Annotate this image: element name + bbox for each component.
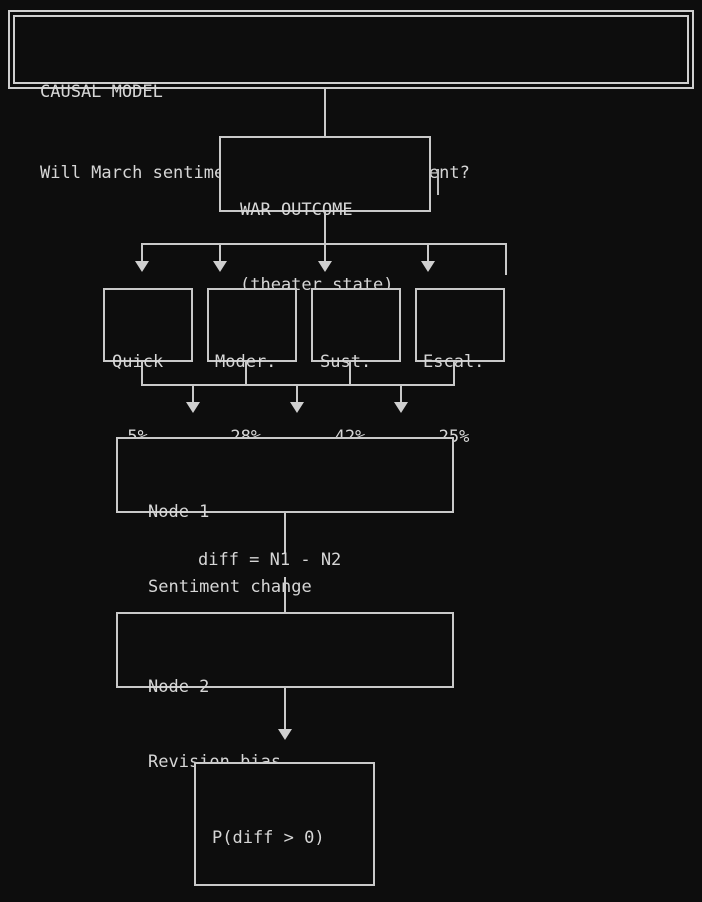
arrow-down-icon-merge-2 (290, 402, 304, 413)
connector-node2-to-outcome (284, 688, 286, 730)
arrow-down-icon-scenario-3 (318, 261, 332, 272)
merge-bar-1 (141, 384, 247, 386)
connector-node1-to-label (284, 513, 286, 553)
outcome-label: P(diff > 0) Pre-war: 45% Post-war:18% (212, 776, 335, 902)
arrow-down-icon-scenario-1 (135, 261, 149, 272)
text-cursor-artifact (437, 169, 439, 195)
header-title: CAUSAL MODEL (40, 82, 163, 102)
arrow-down-icon-outcome (278, 729, 292, 740)
bus-stub-2 (219, 243, 221, 261)
scenario-name-quick: Quick (112, 352, 164, 372)
bus-stub-1 (141, 243, 143, 261)
merge-stub-escalation-left (453, 362, 455, 385)
merge-drop-2 (296, 384, 298, 402)
merge-stub-moderate-left (245, 362, 247, 385)
bus-stub-end (505, 243, 507, 275)
scenario-box-quick (103, 288, 193, 362)
scenario-box-sustained (311, 288, 401, 362)
node2-title: Node 2 (148, 677, 210, 697)
node1-title: Node 1 (148, 502, 210, 522)
merge-stub-sustained-left (349, 362, 351, 385)
merge-bar-2 (245, 384, 351, 386)
node1-box (116, 437, 454, 513)
node1-description: Sentiment change (148, 577, 312, 597)
scenario-name-sustained: Sust. (320, 352, 372, 372)
bus-stub-3 (324, 243, 326, 261)
scenario-box-moderate (207, 288, 297, 362)
arrow-down-icon-merge-3 (394, 402, 408, 413)
bus-stub-4 (427, 243, 429, 261)
scenario-box-escalation (415, 288, 505, 362)
arrow-down-icon-scenario-2 (213, 261, 227, 272)
outcome-title: P(diff > 0) (212, 828, 325, 848)
node1-label: Node 1 Sentiment change (148, 450, 312, 650)
merge-drop-3 (400, 384, 402, 402)
connector-root-to-bus (324, 212, 326, 244)
root-node-box (219, 136, 431, 212)
header-panel-inner-frame (13, 15, 689, 84)
connector-label-to-node2 (284, 577, 286, 612)
merge-bar-3 (349, 384, 455, 386)
node2-box (116, 612, 454, 688)
arrow-down-icon-scenario-4 (421, 261, 435, 272)
merge-drop-1 (192, 384, 194, 402)
connector-header-to-root (324, 89, 326, 136)
edge-label-diff: diff = N1 - N2 (198, 550, 342, 570)
outcome-box (194, 762, 375, 886)
root-node-line1: WAR OUTCOME (240, 200, 353, 220)
arrow-down-icon-merge-1 (186, 402, 200, 413)
merge-stub-quick (141, 362, 143, 385)
